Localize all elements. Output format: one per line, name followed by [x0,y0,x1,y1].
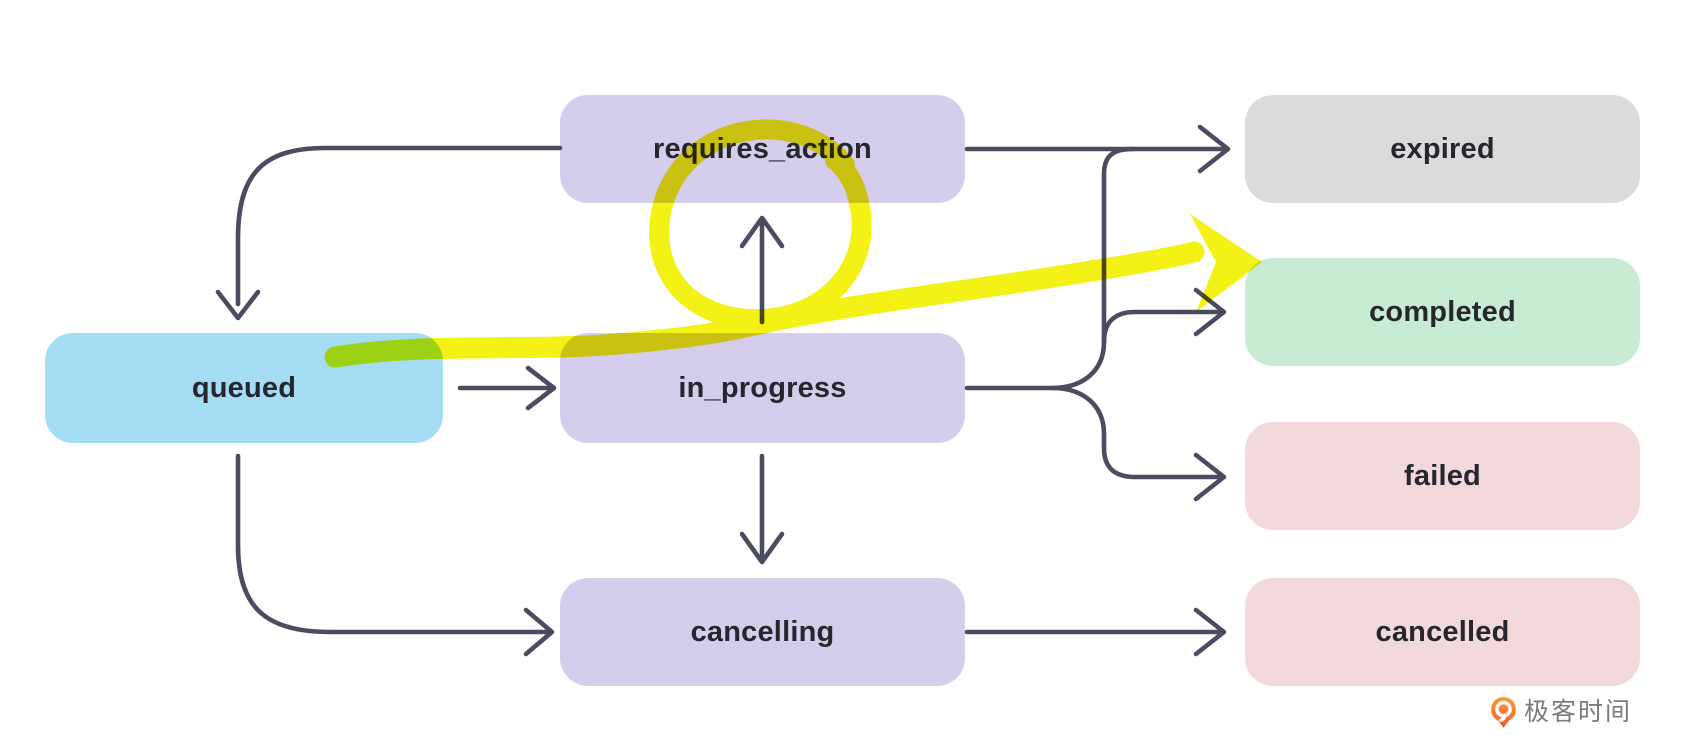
node-label-cancelled: cancelled [1375,615,1510,648]
arrowhead-to-expired [1197,124,1231,174]
node-label-in-progress: in_progress [678,371,847,404]
node-label-requires-action: requires_action [653,132,872,165]
arrowhead-to-cancelled [1193,607,1227,657]
node-label-failed: failed [1404,459,1481,492]
node-label-expired: expired [1390,132,1495,165]
arrowhead-to-failed [1193,452,1227,502]
geektime-logo-icon [1491,697,1516,728]
node-queued: queued [45,333,443,443]
node-completed: completed [1245,258,1640,366]
watermark: 极客时间 [1490,696,1632,729]
node-requires-action: requires_action [560,95,965,203]
node-cancelling: cancelling [560,578,965,686]
arrowhead-to-in-progress [525,365,557,411]
edge-requires-action-to-queued [235,145,563,307]
watermark-text: 极客时间 [1524,698,1633,726]
arrowhead-to-cancelling-right [523,607,555,657]
arrowhead-to-queued [215,289,261,321]
edge-split-to-failed [1049,385,1223,480]
arrowhead-to-requires-action [739,215,785,249]
node-label-completed: completed [1369,295,1516,328]
node-label-cancelling: cancelling [690,615,835,648]
node-cancelled: cancelled [1245,578,1640,686]
edge-queued-to-cancelling [235,453,551,635]
node-label-queued: queued [191,371,297,404]
arrowhead-to-cancelling-down [739,531,785,565]
node-expired: expired [1245,95,1640,203]
node-in-progress: in_progress [560,333,965,443]
node-failed: failed [1245,422,1640,530]
arrowhead-to-completed [1193,287,1227,337]
edge-in-progress-split-stem [964,146,1136,391]
edge-stem-to-completed [1101,309,1223,345]
